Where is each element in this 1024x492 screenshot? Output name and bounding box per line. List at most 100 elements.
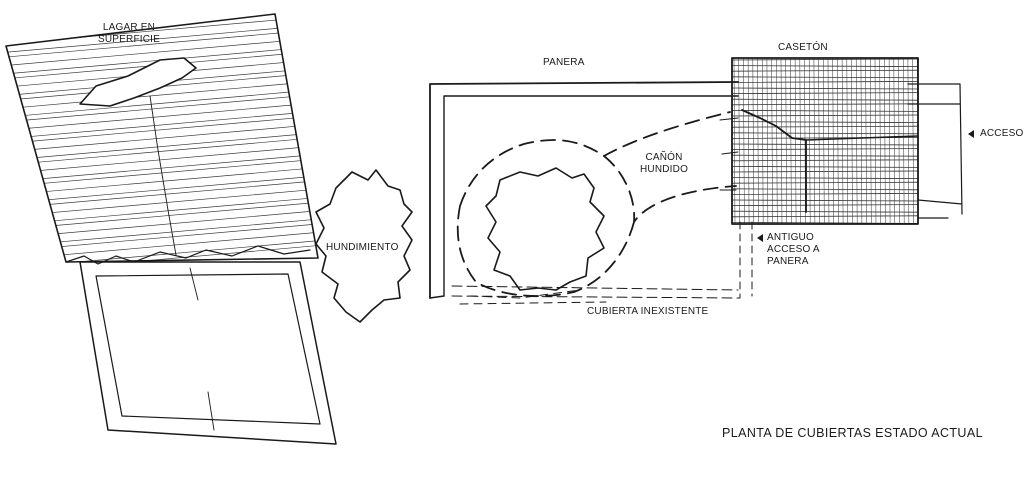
caseton-hatch-line: [827, 58, 830, 224]
label-antiguo-line3: PANERA: [767, 256, 809, 267]
hundimiento-outline: [315, 169, 413, 323]
caseton-hatch-line: [732, 177, 918, 179]
caseton-hatch-line: [743, 58, 745, 224]
roof-hatch-line: [6, 221, 318, 253]
caseton-hatch-line: [732, 166, 918, 168]
drawing-title: PLANTA DE CUBIERTAS ESTADO ACTUAL: [722, 426, 983, 440]
label-lagar-line2: SUPERFICIE: [98, 34, 161, 45]
roof-hatch-line: [6, 78, 318, 110]
caseton-hatch-line: [732, 148, 918, 150]
caseton-hatch-line: [733, 58, 736, 224]
caseton-hatch-line: [732, 98, 918, 101]
label-canon: CAÑÓN HUNDIDO: [640, 152, 688, 176]
roof-hatch-line: [6, 22, 318, 54]
caseton-hatch-line: [732, 114, 918, 117]
label-acceso: ACCESO: [980, 128, 1024, 139]
roof-hatch-line: [6, 178, 318, 210]
caseton-hatch-line: [888, 58, 891, 224]
caseton-hatch-line: [860, 58, 863, 224]
label-canon-line1: CAÑÓN: [645, 152, 683, 163]
caseton-hatch-line: [732, 121, 918, 123]
caseton-hatch-line: [732, 159, 918, 162]
roof-hatch-line: [6, 243, 318, 262]
caseton-hatch-line: [785, 58, 787, 224]
caseton-hatch-line: [761, 58, 764, 224]
caseton-hatch-line: [851, 58, 853, 224]
roof-ridge: [149, 95, 177, 256]
roof-hatch-line: [6, 14, 318, 37]
roof-hatch-line: [6, 122, 318, 153]
caseton-hatch-line: [732, 204, 918, 206]
roof-hatch-line: [6, 143, 318, 175]
roof-hatch-line: [6, 130, 318, 162]
caseton-hatch-line: [732, 58, 918, 61]
roof-hatch-line: [6, 156, 318, 188]
caseton-hatch-line: [747, 58, 750, 224]
caseton-hatch-line: [790, 58, 792, 224]
caseton-hatch-line: [757, 58, 759, 224]
caseton-hatch-line: [813, 58, 816, 224]
caseton-hatch-line: [898, 58, 900, 224]
roof-hatch-line: [6, 165, 318, 196]
canon-hole: [485, 167, 605, 291]
caseton-hatch-line: [893, 58, 896, 224]
caseton-hatch-line: [732, 69, 918, 72]
caseton-hatch-line: [874, 58, 877, 224]
caseton-hatch-line: [732, 181, 918, 184]
caseton-hatch-line: [732, 92, 918, 94]
caseton-hatch-line: [732, 76, 918, 79]
caseton-hatch-line: [884, 58, 886, 224]
roof-hatch-line: [6, 92, 318, 123]
roof-hatch-line: [6, 200, 318, 231]
caseton-hatch-line: [870, 58, 872, 224]
caseton-hatch-line: [732, 170, 918, 173]
roof-hatch-line: [6, 108, 318, 140]
caseton-hatch-line: [912, 58, 914, 224]
roof-hatch-line: [6, 152, 318, 183]
caseton-hatch-line: [902, 58, 905, 224]
caseton-crack: [741, 109, 807, 213]
caseton-hatch-line: [837, 58, 839, 224]
caseton-hatch-line: [732, 154, 918, 157]
caseton-hatch-line: [879, 58, 881, 224]
label-antiguo-line1: ANTIGUO: [767, 232, 814, 243]
caseton-hatch-line: [771, 58, 773, 224]
caseton-hatch-line: [818, 58, 820, 224]
roof-hatch-line: [6, 100, 318, 132]
caseton-hatch-line: [732, 132, 918, 135]
acceso-arrow-icon: [968, 130, 974, 138]
panera-outline: [429, 81, 753, 305]
caseton-hatch-line: [752, 58, 755, 224]
caseton-hatch-line: [732, 65, 918, 67]
caseton-hatch-line: [732, 199, 918, 202]
roof-hatch-line: [6, 113, 318, 145]
caseton-hatch-line: [776, 58, 778, 224]
roof-hatch-line: [6, 173, 318, 205]
cubierta-inexistente-dashes: [459, 289, 607, 305]
label-antiguo-line2: ACCESO A: [767, 244, 820, 255]
label-lagar-line1: LAGAR EN: [102, 22, 156, 33]
label-cubierta-inexistente: CUBIERTA INEXISTENTE: [587, 306, 709, 317]
caseton-hatch-line: [732, 193, 918, 195]
lagar-base: [79, 261, 337, 445]
caseton-hatch-line: [732, 215, 918, 218]
label-caseton: CASETÓN: [778, 42, 828, 53]
caseton-hatch-line: [846, 58, 849, 224]
caseton-hatch-line: [732, 188, 918, 191]
label-hundimiento: HUNDIMIENTO: [326, 242, 399, 253]
caseton-hatch-line: [738, 58, 740, 224]
caseton-hatch-line: [823, 58, 825, 224]
caseton-hatch-line: [732, 125, 918, 128]
roof-hatch-line: [6, 135, 318, 166]
caseton-hatch-line: [907, 58, 910, 224]
caseton-hatch-line: [766, 58, 769, 224]
canon-hundido: [456, 111, 737, 297]
label-panera: PANERA: [543, 57, 585, 68]
roof-hatch-line: [6, 186, 318, 218]
caseton-hatch-line: [832, 58, 834, 224]
roof-hatch-line: [6, 27, 318, 58]
caseton-hatch-line: [732, 87, 918, 90]
caseton-hatch-line: [794, 58, 797, 224]
